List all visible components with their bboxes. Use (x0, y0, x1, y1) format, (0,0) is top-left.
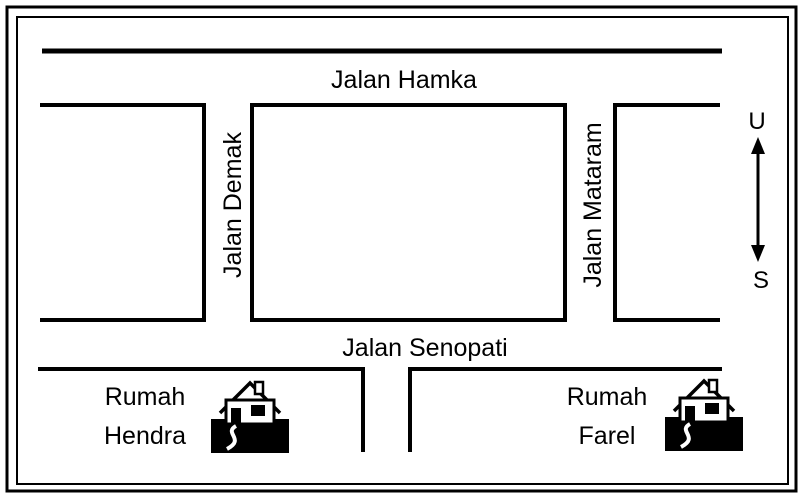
house-label-farel-line2: Farel (579, 422, 636, 450)
street-label-senopati: Jalan Senopati (342, 334, 507, 362)
compass-north-label: U (748, 108, 765, 135)
house-icon (665, 378, 743, 451)
street-label-demak: Jalan Demak (219, 132, 247, 278)
block-west (40, 103, 206, 322)
lot-southeast (408, 367, 722, 452)
block-center (250, 103, 567, 322)
inner-frame (16, 16, 789, 485)
lot-southwest (38, 367, 365, 452)
compass-south-label: S (753, 267, 769, 294)
house-label-hendra-line2: Hendra (104, 422, 186, 450)
north-south-arrow-icon (751, 137, 765, 262)
house-label-hendra-line1: Rumah (105, 383, 186, 411)
house-icon (211, 380, 289, 453)
street-label-mataram: Jalan Mataram (579, 122, 607, 287)
street-label-hamka: Jalan Hamka (331, 66, 477, 94)
block-east (613, 103, 720, 322)
outer-frame (5, 5, 798, 493)
house-label-farel-line1: Rumah (567, 383, 648, 411)
